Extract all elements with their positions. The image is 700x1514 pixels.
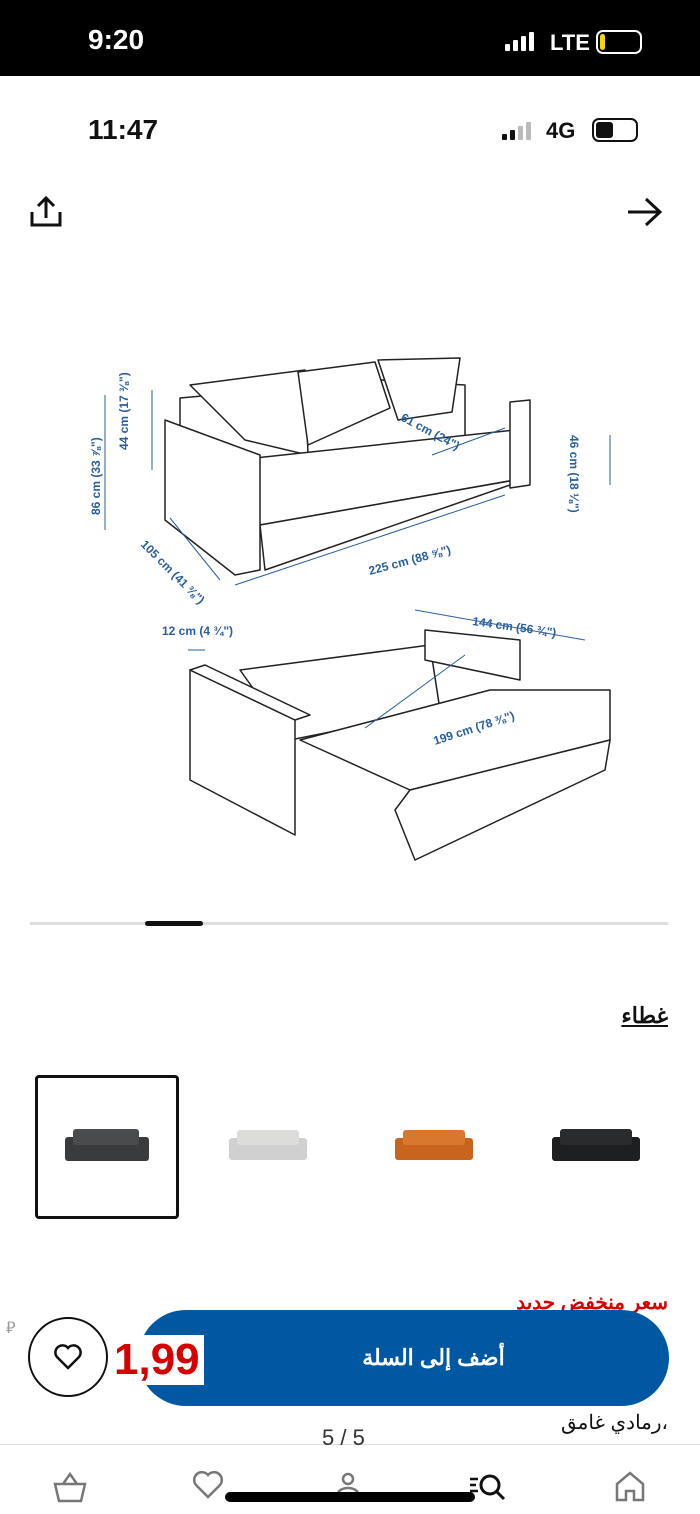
favorite-button[interactable] (28, 1317, 108, 1397)
bottom-nav (0, 1444, 700, 1514)
arrow-right-icon[interactable] (626, 196, 664, 233)
add-to-cart-button[interactable]: أضف إلى السلة (138, 1310, 669, 1406)
heart-icon (192, 1470, 224, 1499)
clock: 9:20 (88, 24, 145, 55)
label-armrest-width: 12 cm (4 ¾") (162, 624, 233, 638)
heart-icon (54, 1344, 82, 1370)
gallery-scroll-thumb[interactable] (145, 921, 203, 926)
sofa-thumb-icon (395, 1130, 473, 1160)
sofa-drawing (164, 357, 531, 576)
inner-network-label: 4G (546, 118, 576, 143)
search-icon (470, 1474, 506, 1501)
new-lower-price-badge: سعر منخفض جديد (516, 1292, 668, 1314)
pager: 5 / 5 (322, 1425, 365, 1450)
inner-signal-icon (502, 122, 531, 140)
label-width: 225 cm (88 ⅝") (367, 543, 452, 578)
sofa-thumb-icon (229, 1130, 307, 1160)
sofabed-drawing (189, 629, 611, 861)
nav-home[interactable] (610, 1470, 650, 1506)
sofa-thumb-icon (552, 1129, 640, 1161)
variant-label: رمادي غامق، (561, 1412, 668, 1434)
sofa-thumb-icon (65, 1129, 149, 1161)
dimension-diagram: 86 cm (33 ⅞") 44 cm (17 ⅜") 61 cm (24") … (89, 357, 611, 861)
nav-favorites[interactable] (188, 1470, 228, 1506)
home-indicator[interactable] (225, 1492, 475, 1502)
home-icon (615, 1471, 645, 1502)
label-seat-height: 46 cm (18 ⅛") (567, 435, 581, 513)
swatch-dark-grey[interactable] (35, 1075, 179, 1219)
swatch-light-grey[interactable] (196, 1075, 340, 1219)
nav-search[interactable] (468, 1470, 508, 1506)
battery-icon (596, 30, 642, 54)
inner-battery-icon (592, 118, 638, 142)
basket-icon (53, 1471, 87, 1503)
label-back-height: 44 cm (17 ⅜") (117, 372, 131, 450)
network-label: LTE (550, 30, 590, 55)
gallery-scrollbar[interactable] (30, 922, 668, 925)
cover-label[interactable]: غطاء (621, 1003, 668, 1028)
price-value: 1,99 (110, 1335, 204, 1385)
device-status-bar: 9:20 LTE (0, 0, 700, 76)
signal-icon (505, 32, 534, 51)
share-icon[interactable] (28, 195, 64, 233)
nav-cart[interactable] (50, 1470, 90, 1506)
swatch-black[interactable] (524, 1075, 668, 1219)
swatch-orange[interactable] (362, 1075, 506, 1219)
label-depth: 105 cm (41 ⅜") (138, 537, 208, 607)
label-sofa-height: 86 cm (33 ⅞") (89, 437, 103, 515)
currency-symbol: ⃁ (6, 1320, 16, 1337)
inner-clock: 11:47 (88, 114, 159, 145)
